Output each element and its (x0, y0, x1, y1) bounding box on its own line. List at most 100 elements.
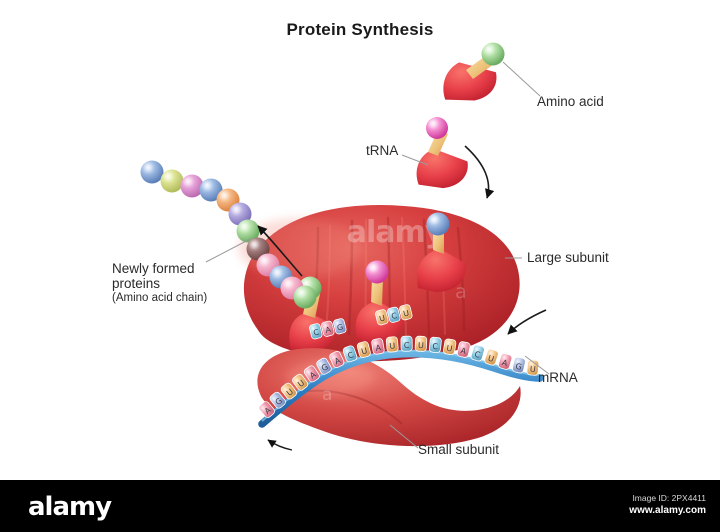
mrna-backbone (258, 349, 544, 428)
svg-text:U: U (446, 344, 453, 354)
svg-text:U: U (285, 387, 295, 398)
free-trna-with-amino-acid (443, 42, 505, 101)
bead-highlight (261, 258, 268, 265)
bead-highlight (204, 183, 211, 190)
bead-highlight (185, 179, 192, 186)
svg-text:U: U (487, 354, 495, 364)
bead-highlight (221, 193, 228, 200)
watermark-letter-a3: a (322, 385, 332, 405)
svg-text:A: A (460, 346, 468, 356)
mrna-base-c: C (342, 345, 358, 363)
protein-synthesis-illustration: alamy a a a (140, 42, 550, 451)
mrna-base-a: A (371, 338, 385, 355)
svg-text:A: A (308, 370, 318, 381)
amino-acid-bead (160, 169, 184, 193)
arrow-to-chain (257, 225, 303, 277)
peptide-chain (140, 160, 317, 309)
mrna-base-a: A (456, 341, 471, 358)
amino-acid-sphere (481, 42, 505, 66)
svg-text:G: G (320, 362, 330, 373)
svg-text:C: C (404, 341, 410, 350)
mrna-base-u: U (443, 338, 457, 356)
anticodon-base-c: C (387, 306, 401, 323)
svg-text:G: G (274, 396, 285, 407)
newly-formed-line3: (Amino acid chain) (112, 292, 208, 304)
trna-sphere (426, 117, 448, 139)
svg-text:U: U (360, 346, 368, 356)
svg-text:U: U (418, 341, 424, 350)
label-mrna: mRNA (538, 370, 578, 385)
bead-highlight (233, 207, 240, 214)
label-large-subunit: Large subunit (527, 250, 609, 265)
bead-highlight (274, 270, 281, 277)
svg-text:U: U (402, 308, 410, 318)
mrna-base-g: G (269, 391, 286, 409)
mrna-base-a: A (303, 365, 320, 383)
alamy-watermark-bar: alamy Image ID: 2PX4411 www.alamy.com (0, 480, 720, 532)
mrna-base-u: U (280, 382, 297, 400)
watermark-letter-a2: a (455, 281, 467, 303)
svg-text:C: C (432, 342, 439, 352)
mrna-base-g: G (316, 357, 332, 375)
newly-formed-line1: Newly formed (112, 261, 195, 276)
mrna-base-u: U (484, 348, 499, 366)
page-title: Protein Synthesis (286, 20, 434, 39)
amino-acid-bead (140, 160, 164, 184)
label-newly-formed-proteins: Newly formed proteins (Amino acid chain) (112, 261, 207, 306)
svg-text:A: A (501, 358, 509, 368)
amino-acid-bead (293, 285, 317, 309)
p-site-amino-acid (365, 260, 389, 284)
bead-highlight (241, 224, 248, 231)
svg-text:A: A (324, 325, 332, 335)
svg-text:C: C (346, 350, 355, 361)
anticodon-base-c: C (309, 323, 323, 340)
anticodon-base-a: A (321, 320, 335, 337)
bead-highlight (165, 174, 172, 181)
mrna-base-u: U (385, 336, 399, 353)
svg-text:A: A (333, 356, 342, 367)
svg-text:U: U (389, 341, 396, 350)
alamy-logo: alamy (28, 492, 112, 522)
bead-highlight (251, 242, 258, 249)
mrna-base-u: U (356, 341, 371, 358)
newly-formed-line2: proteins (112, 276, 161, 291)
bead-highlight (145, 165, 152, 172)
label-trna: tRNA (366, 143, 399, 158)
mrna-base-a: A (498, 353, 513, 370)
mrna-base-c: C (470, 344, 485, 362)
svg-text:C: C (473, 350, 481, 360)
svg-text:U: U (529, 365, 536, 375)
mrna-base-a: A (329, 351, 345, 368)
anticodon-base-g: G (333, 318, 347, 335)
leader-newly-formed (205, 237, 253, 263)
svg-text:U: U (378, 313, 386, 323)
watermark-meta: Image ID: 2PX4411 www.alamy.com (629, 493, 706, 517)
svg-text:G: G (515, 362, 523, 372)
leader-mrna (524, 355, 550, 375)
alamy-url-text[interactable]: www.alamy.com (629, 505, 706, 516)
anticodon-base-u: U (399, 304, 413, 321)
leader-trna (401, 154, 429, 166)
arrow-mrna-exit (267, 439, 293, 451)
anticodon-base-u: U (375, 309, 389, 326)
svg-text:C: C (312, 327, 320, 337)
bead-highlight (298, 290, 305, 297)
amino-acid-bead (180, 174, 204, 198)
leader-amino-acid (502, 61, 541, 97)
a-site-amino-acid (426, 212, 450, 236)
mrna-base-c: C (400, 335, 413, 352)
svg-text:A: A (375, 343, 382, 353)
mrna-base-u: U (292, 373, 309, 391)
incoming-trna (416, 117, 468, 189)
arrow-trna-entering (464, 145, 495, 199)
mrna-base-a: A (258, 401, 275, 418)
image-id-text: Image ID: 2PX4411 (632, 493, 706, 503)
mrna-base-g: G (512, 356, 526, 374)
svg-text:G: G (336, 322, 344, 332)
arrow-to-mrna (507, 309, 547, 335)
svg-text:A: A (263, 405, 273, 416)
svg-text:C: C (390, 311, 398, 321)
mrna-base-c: C (428, 336, 442, 354)
trna-A-site (417, 212, 467, 292)
